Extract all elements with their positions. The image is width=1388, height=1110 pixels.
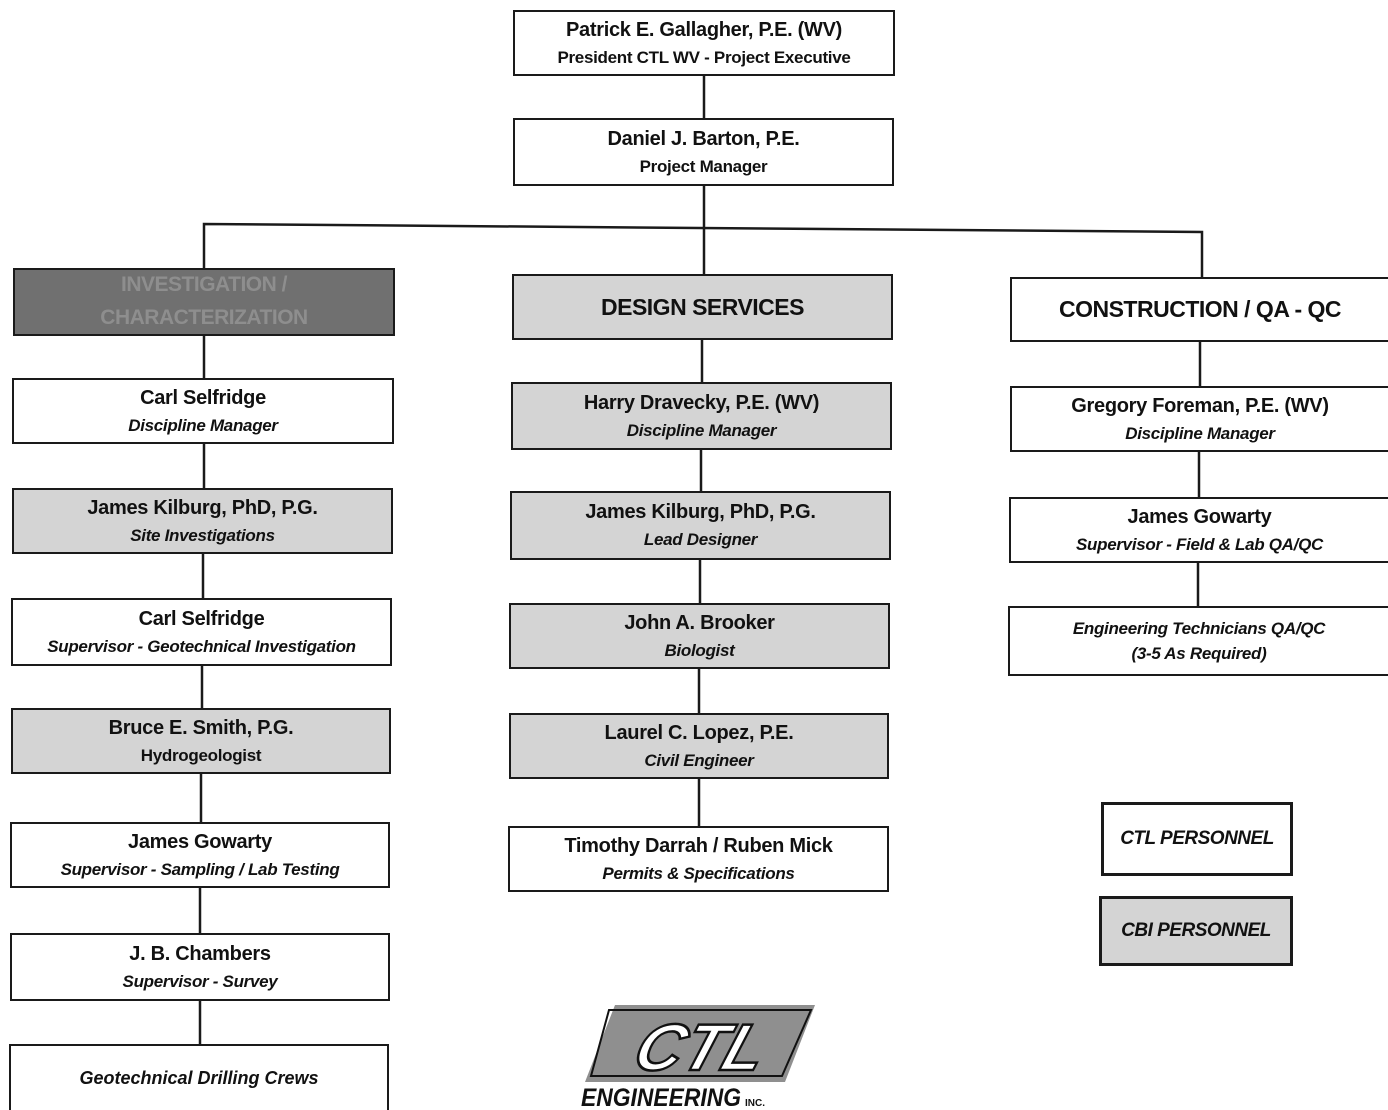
executive-name: Patrick E. Gallagher, P.E. (WV) xyxy=(566,18,842,41)
investigation-staff-3: Carl Selfridge Supervisor - Geotechnical… xyxy=(11,598,392,666)
manager-name: Daniel J. Barton, P.E. xyxy=(607,127,800,150)
investigation-staff-5: James Gowarty Supervisor - Sampling / La… xyxy=(10,822,390,888)
manager-box: Daniel J. Barton, P.E. Project Manager xyxy=(513,118,894,186)
staff-role: Discipline Manager xyxy=(128,415,278,435)
staff-role: Lead Designer xyxy=(643,530,758,550)
staff-name: J. B. Chambers xyxy=(129,942,271,965)
construction-staff-1: Gregory Foreman, P.E. (WV) Discipline Ma… xyxy=(1010,386,1388,452)
investigation-title-line1: INVESTIGATION / xyxy=(121,273,287,297)
legend-ctl-personnel: CTL PERSONNEL xyxy=(1101,802,1293,876)
construction-staff-2: James Gowarty Supervisor - Field & Lab Q… xyxy=(1009,497,1388,563)
manager-role: Project Manager xyxy=(639,156,768,176)
technicians-line1: Engineering Technicians QA/QC xyxy=(1072,618,1326,638)
staff-name: Laurel C. Lopez, P.E. xyxy=(604,721,794,744)
staff-name: Timothy Darrah / Ruben Mick xyxy=(564,834,833,857)
investigation-staff-6: J. B. Chambers Supervisor - Survey xyxy=(10,933,390,1001)
legend-ctl-label: CTL PERSONNEL xyxy=(1120,828,1274,850)
crews-label: Geotechnical Drilling Crews xyxy=(79,1067,319,1088)
design-staff-4: Laurel C. Lopez, P.E. Civil Engineer xyxy=(509,713,889,779)
construction-title: CONSTRUCTION / QA - QC xyxy=(1058,296,1342,323)
executive-role: President CTL WV - Project Executive xyxy=(557,47,851,67)
staff-name: John A. Brooker xyxy=(624,611,775,634)
investigation-staff-4: Bruce E. Smith, P.G. Hydrogeologist xyxy=(11,708,391,774)
staff-role: Supervisor - Sampling / Lab Testing xyxy=(60,859,340,879)
construction-technicians: Engineering Technicians QA/QC (3-5 As Re… xyxy=(1008,606,1388,676)
staff-role: Discipline Manager xyxy=(626,420,777,440)
investigation-title-line2: CHARACTERIZATION xyxy=(100,306,308,329)
ctl-logo-letters: CTL xyxy=(625,1012,777,1085)
staff-name: James Gowarty xyxy=(128,830,272,853)
legend-cbi-personnel: CBI PERSONNEL xyxy=(1099,896,1293,966)
design-header: DESIGN SERVICES xyxy=(512,274,893,340)
staff-role: Discipline Manager xyxy=(1125,423,1275,443)
investigation-crews: Geotechnical Drilling Crews xyxy=(9,1044,389,1110)
investigation-staff-2: James Kilburg, PhD, P.G. Site Investigat… xyxy=(12,488,393,554)
ctl-logo-subtitle: ENGINEERING xyxy=(581,1084,741,1110)
ctl-engineering-logo: CTL ENGINEERING INC. xyxy=(581,1005,815,1110)
ctl-logo-mark xyxy=(585,1005,815,1082)
staff-role: Civil Engineer xyxy=(644,750,754,770)
staff-name: James Kilburg, PhD, P.G. xyxy=(87,496,318,519)
staff-role: Site Investigations xyxy=(130,525,275,545)
staff-name: Bruce E. Smith, P.G. xyxy=(108,716,294,739)
design-title: DESIGN SERVICES xyxy=(601,293,804,320)
staff-name: James Kilburg, PhD, P.G. xyxy=(585,501,816,524)
staff-name: Harry Dravecky, P.E. (WV) xyxy=(583,391,820,414)
design-staff-3: John A. Brooker Biologist xyxy=(509,603,890,669)
design-staff-1: Harry Dravecky, P.E. (WV) Discipline Man… xyxy=(511,382,892,450)
staff-role: Supervisor - Survey xyxy=(122,971,278,991)
staff-name: Gregory Foreman, P.E. (WV) xyxy=(1071,394,1329,417)
construction-header: CONSTRUCTION / QA - QC xyxy=(1010,277,1388,342)
staff-role: Supervisor - Field & Lab QA/QC xyxy=(1076,534,1323,554)
ctl-logo-suffix: INC. xyxy=(745,1098,765,1109)
executive-box: Patrick E. Gallagher, P.E. (WV) Presiden… xyxy=(513,10,895,76)
technicians-line2: (3-5 As Required) xyxy=(1131,644,1267,663)
staff-role: Permits & Specifications xyxy=(602,863,795,883)
staff-name: James Gowarty xyxy=(1127,505,1272,528)
investigation-staff-1: Carl Selfridge Discipline Manager xyxy=(12,378,394,444)
staff-role: Supervisor - Geotechnical Investigation xyxy=(47,636,356,656)
staff-role: Hydrogeologist xyxy=(140,745,262,765)
staff-name: Carl Selfridge xyxy=(140,386,266,409)
staff-name: Carl Selfridge xyxy=(138,607,265,630)
design-staff-2: James Kilburg, PhD, P.G. Lead Designer xyxy=(510,491,891,560)
staff-role: Biologist xyxy=(664,640,735,660)
investigation-header: INVESTIGATION / CHARACTERIZATION xyxy=(13,268,395,336)
legend-cbi-label: CBI PERSONNEL xyxy=(1121,920,1271,942)
design-staff-5: Timothy Darrah / Ruben Mick Permits & Sp… xyxy=(508,826,889,892)
